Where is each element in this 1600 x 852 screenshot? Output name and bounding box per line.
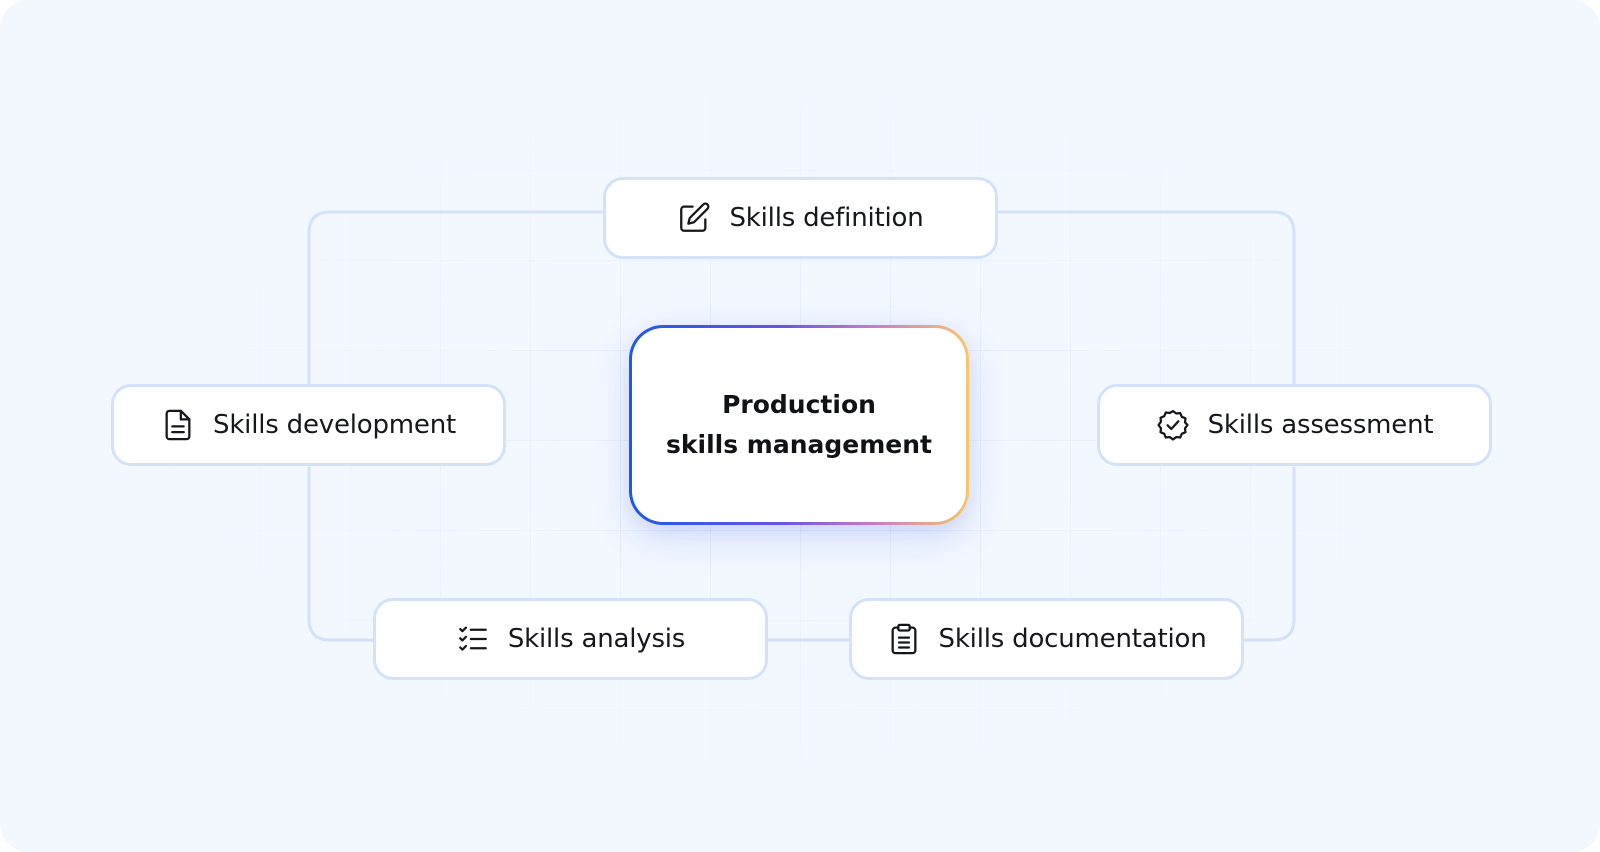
node-skills-analysis: Skills analysis	[373, 598, 768, 680]
edit-icon	[677, 201, 711, 235]
node-skills-definition: Skills definition	[603, 177, 998, 259]
node-label: Skills analysis	[507, 624, 686, 654]
verified-badge-icon	[1156, 408, 1190, 442]
connector-definition-assessment	[993, 210, 1296, 386]
checklist-icon	[456, 622, 490, 656]
center-title-line-1: Production	[722, 390, 876, 419]
center-title-line-2: skills management	[666, 430, 932, 459]
clipboard-icon	[887, 622, 921, 656]
node-skills-assessment: Skills assessment	[1097, 384, 1492, 466]
document-icon	[161, 408, 195, 442]
connector-definition-development	[307, 210, 608, 386]
node-label: Skills assessment	[1207, 410, 1434, 440]
node-skills-documentation: Skills documentation	[849, 598, 1244, 680]
node-label: Skills definition	[729, 203, 924, 233]
connector-development-analysis	[307, 466, 377, 642]
connector-assessment-documentation	[1239, 466, 1296, 642]
center-hub: Production skills management	[629, 325, 969, 525]
node-skills-development: Skills development	[111, 384, 506, 466]
node-label: Skills development	[213, 410, 456, 440]
node-label: Skills documentation	[938, 624, 1207, 654]
